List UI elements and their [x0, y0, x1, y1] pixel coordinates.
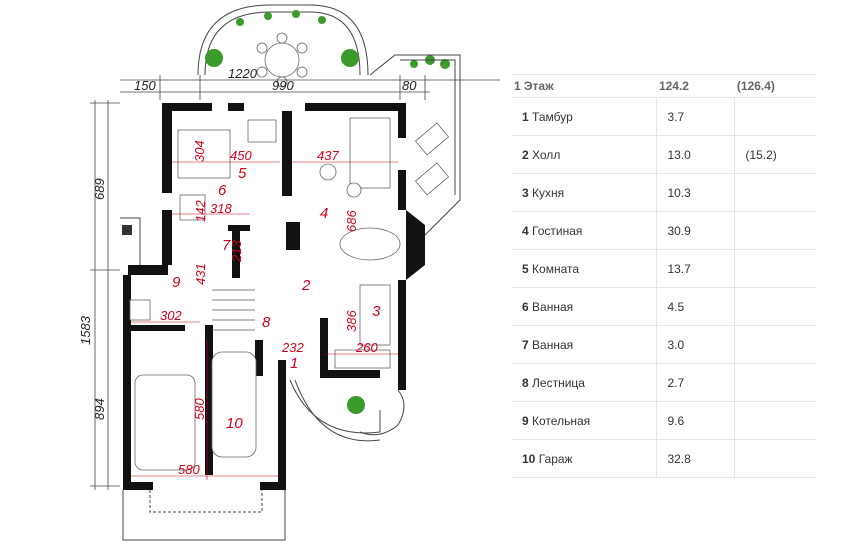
room-area: 10.3	[656, 173, 735, 212]
table-row: 9 Котельная 9.6	[512, 401, 816, 440]
room-num: 3	[522, 185, 529, 200]
room-name: Лестница	[532, 375, 585, 390]
table-row: 5 Комната 13.7	[512, 249, 816, 288]
table-row: 6 Ванная 4.5	[512, 287, 816, 326]
inner-dim-386: 386	[344, 310, 359, 332]
room-area2	[734, 401, 816, 440]
terrace-right	[369, 54, 461, 246]
room-area2	[734, 287, 816, 326]
extension-lines	[120, 217, 405, 541]
room-number-2: 2	[301, 277, 311, 294]
inner-dim-142: 142	[193, 200, 208, 222]
dim-left-1583: 1583	[78, 315, 93, 345]
furniture	[129, 117, 401, 471]
stairs	[212, 289, 255, 331]
inner-dim-580-horizontal: 580	[178, 462, 200, 477]
room-num: 1	[522, 109, 529, 124]
room-number-1: 1	[290, 355, 298, 372]
table-row: 1 Тамбур 3.7	[512, 97, 816, 136]
table-row: 8 Лестница 2.7	[512, 363, 816, 402]
table-row: 2 Холл 13.0 (15.2)	[512, 135, 816, 174]
dim-left-894: 894	[92, 398, 107, 420]
table-row: 4 Гостиная 30.9	[512, 211, 816, 250]
header-area: 124.2	[656, 74, 735, 98]
inner-dim-450: 450	[230, 148, 252, 163]
room-number-6: 6	[218, 182, 227, 199]
room-area: 2.7	[656, 363, 735, 402]
top-dimension-lines	[120, 75, 500, 100]
table-row: 7 Ванная 3.0	[512, 325, 816, 364]
inner-dim-318: 318	[210, 201, 232, 216]
dim-top-990: 990	[272, 78, 294, 93]
room-name: Комната	[532, 261, 580, 276]
terrace-top	[197, 4, 369, 88]
left-dimension-lines	[90, 100, 120, 490]
room-num: 9	[522, 413, 529, 428]
inner-dim-302: 302	[160, 308, 182, 323]
room-name: Кухня	[532, 185, 565, 200]
room-num: 10	[522, 451, 536, 466]
plants-icon	[205, 10, 450, 414]
inner-dim-304: 304	[192, 140, 207, 162]
red-dim-lines	[131, 161, 398, 480]
room-area2	[734, 173, 816, 212]
room-area2: (15.2)	[734, 135, 816, 174]
room-name: Ванная	[532, 337, 574, 352]
inner-dim-213: 213	[229, 240, 244, 263]
room-name: Холл	[532, 147, 561, 162]
room-area: 3.7	[656, 97, 735, 136]
room-num: 5	[522, 261, 529, 276]
room-num: 4	[522, 223, 529, 238]
room-num: 2	[522, 147, 529, 162]
room-number-7: 7	[222, 237, 231, 254]
room-number-10: 10	[226, 415, 243, 432]
room-area2	[734, 363, 816, 402]
dim-top-80: 80	[402, 78, 417, 93]
room-number-8: 8	[262, 314, 271, 331]
room-area2	[734, 325, 816, 364]
dim-top-1220: 1220	[228, 66, 258, 81]
room-num: 8	[522, 375, 529, 390]
room-area: 30.9	[656, 211, 735, 250]
inner-dim-431: 431	[193, 263, 208, 285]
room-area2	[734, 211, 816, 250]
floor-plan: 1220 150 990 80 689 1583 894	[78, 4, 500, 541]
room-number-5: 5	[238, 165, 247, 182]
room-area: 32.8	[656, 439, 735, 478]
room-name: Тамбур	[532, 109, 573, 124]
table-row: 10 Гараж 32.8	[512, 439, 816, 478]
room-number-3: 3	[372, 303, 381, 320]
room-num: 7	[522, 337, 529, 352]
room-area: 4.5	[656, 287, 735, 326]
room-area2	[734, 97, 816, 136]
inner-dim-232: 232	[281, 340, 304, 355]
inner-dim-437: 437	[317, 148, 339, 163]
room-area: 13.7	[656, 249, 735, 288]
room-num: 6	[522, 299, 529, 314]
room-area2	[734, 249, 816, 288]
inner-dim-686: 686	[344, 210, 359, 232]
room-name: Гараж	[538, 451, 573, 466]
inner-dim-260: 260	[355, 340, 378, 355]
room-area2	[734, 439, 816, 478]
room-area-table: 1 Этаж 124.2 (126.4) 1 Тамбур 3.7 2 Холл…	[512, 74, 816, 478]
room-name: Ванная	[532, 299, 574, 314]
room-number-9: 9	[172, 274, 181, 291]
room-name: Котельная	[532, 413, 591, 428]
walls	[123, 103, 425, 490]
header-area2: (126.4)	[734, 74, 816, 98]
table-row: 3 Кухня 10.3	[512, 173, 816, 212]
dim-left-689: 689	[92, 178, 107, 200]
table-header-row: 1 Этаж 124.2 (126.4)	[512, 74, 816, 98]
room-name: Гостиная	[532, 223, 583, 238]
room-area: 13.0	[656, 135, 735, 174]
inner-dim-580-vertical: 580	[192, 398, 207, 420]
dim-top-150: 150	[134, 78, 156, 93]
room-area: 9.6	[656, 401, 735, 440]
header-floor-label: 1 Этаж	[512, 74, 657, 98]
room-area: 3.0	[656, 325, 735, 364]
room-number-4: 4	[320, 205, 328, 222]
